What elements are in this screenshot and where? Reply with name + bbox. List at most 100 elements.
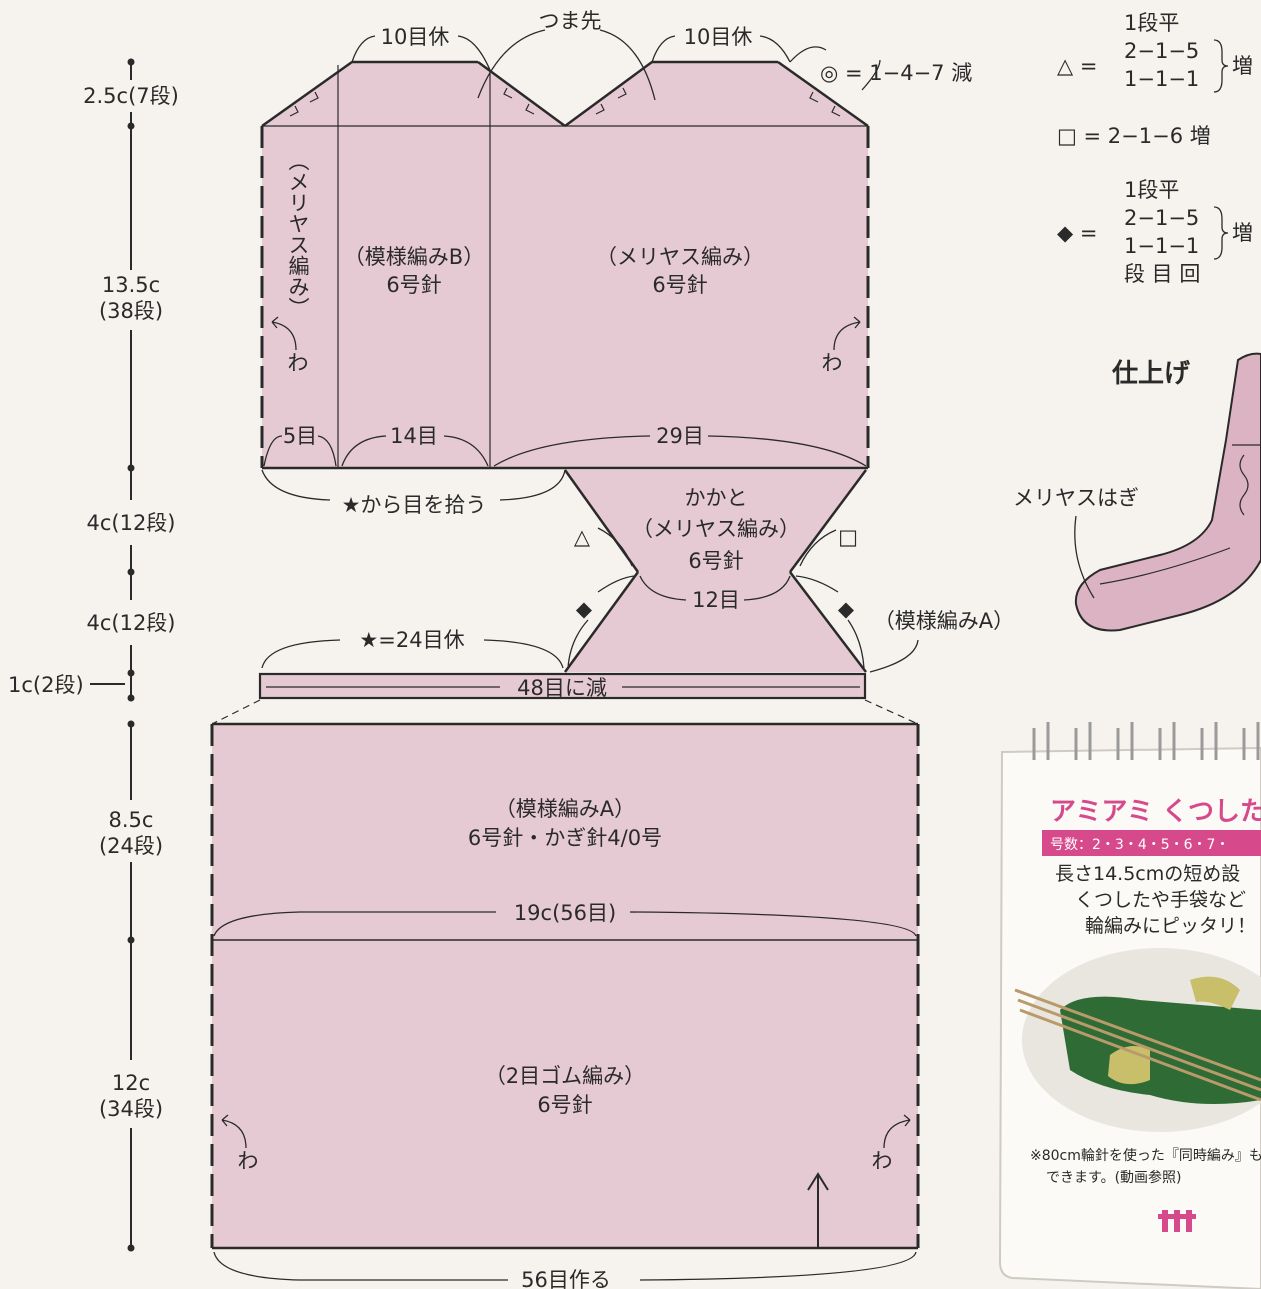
instep-stockinette-label: （メリヤス編み）	[596, 245, 764, 269]
row-label-heel-lower: 4c(12段)	[86, 611, 175, 635]
leg-wa-arrows	[221, 1114, 911, 1149]
toe-rest-left-label: 10目休	[381, 25, 450, 49]
knit-direction-arrow	[807, 1172, 829, 1248]
heel-stockinette: （メリヤス編み）	[632, 517, 800, 541]
heel-outline	[563, 469, 868, 673]
instep-stockinette-needle: 6号針	[652, 273, 707, 297]
heel-piece	[565, 470, 866, 672]
toe-rest-right-label: 10目休	[684, 25, 753, 49]
legend-dia-inc: 増	[1232, 221, 1253, 245]
calendar-line2: くつしたや手袋など	[1075, 889, 1246, 911]
legend-dia-footer: 段 目 回	[1124, 262, 1200, 286]
calendar-card: アミアミ くつした 号数：2・3・4・5・6・7・ 長さ14.5cmの短め設 く…	[998, 722, 1261, 1289]
leg-patternA-label: （模様編みA）	[495, 797, 635, 821]
heel-title: かかと	[685, 486, 748, 510]
graft-pointer	[1074, 515, 1095, 599]
band-dec48: 48目に減	[517, 676, 607, 700]
heel-patternA-label: （模様編みA）	[874, 609, 1014, 633]
row-label-heel-upper: 4c(12段)	[86, 511, 175, 535]
heel-square-marker: □	[838, 525, 858, 549]
legend-triangle-symbol: △ =	[1057, 54, 1097, 78]
calendar-rings	[1032, 722, 1260, 760]
leg-rib-needle: 6号針	[537, 1093, 592, 1117]
legend-tri-row2: 2−1−5	[1124, 39, 1199, 63]
leg-wa-left: わ	[238, 1149, 259, 1173]
pick-up-label: ★から目を拾う	[342, 493, 487, 517]
legend-tri-row1: 1段平	[1124, 11, 1179, 35]
row-label-cuff-cm: 12c	[112, 1071, 150, 1095]
toe-instep-piece	[262, 62, 868, 468]
legend-dia-row2: 2−1−5	[1124, 206, 1199, 230]
row-label-toe: 2.5c(7段)	[83, 84, 179, 108]
toe-arcs	[351, 29, 881, 101]
legend-dia-row1: 1段平	[1124, 178, 1179, 202]
legend-tri-row3: 1−1−1	[1124, 67, 1199, 91]
decrease-ticks	[289, 87, 841, 117]
calendar-line1: 長さ14.5cmの短め設	[1055, 863, 1240, 885]
legend-tri-brace	[1213, 39, 1229, 93]
heel-12-arc	[639, 575, 791, 601]
legend: △ = 1段平 2−1−5 1−1−1 増 □ = 2−1−6 増 ◆ = 1段…	[1057, 11, 1253, 286]
calendar-title: アミアミ くつした	[1050, 797, 1261, 827]
hamanaka-logo-icon	[1158, 1210, 1196, 1232]
row-scale	[90, 62, 132, 1248]
legend-diamond-symbol: ◆ =	[1057, 221, 1097, 245]
calendar-line3: 輪編みにピッタリ！	[1085, 915, 1256, 937]
sock-photo-toe	[1190, 976, 1240, 1010]
heel-rest24-label: ★=24目休	[359, 628, 464, 652]
band-piece	[258, 672, 867, 700]
row-label-leg-rows: (24段)	[99, 834, 163, 858]
instep-st5: 5目	[283, 424, 317, 448]
instep-sides	[260, 126, 870, 468]
finishing-graft-label: メリヤスはぎ	[1013, 486, 1139, 510]
instep-patternB-needle: 6号針	[386, 273, 441, 297]
calendar-note2: できます。(動画参照)	[1046, 1169, 1182, 1186]
heel-st12: 12目	[692, 588, 740, 612]
heel-needle: 6号針	[688, 549, 743, 573]
leg-outline	[212, 722, 918, 1250]
heel-diamond-left: ◆	[576, 597, 593, 621]
toe-outline	[261, 60, 869, 470]
legend-dia-row3: 1−1−1	[1124, 234, 1199, 258]
instep-wa-left: わ	[288, 351, 309, 375]
leg-width-label: 19c(56目)	[514, 901, 616, 925]
instep-wa-arrows	[271, 316, 861, 351]
heel-diamond-right: ◆	[838, 597, 855, 621]
row-label-instep-rows: (38段)	[99, 299, 163, 323]
instep-st14: 14目	[390, 424, 438, 448]
rest24-arc	[261, 639, 564, 669]
leg-rib-label: （2目ゴム編み）	[485, 1064, 645, 1088]
heel-triangle-marker: △	[574, 525, 591, 549]
instep-dividers	[262, 65, 868, 468]
knitting-needles	[1014, 988, 1261, 1102]
finishing-title: 仕上げ	[1111, 359, 1191, 389]
patternA-pointer	[869, 639, 919, 673]
instep-wa-right: わ	[822, 351, 843, 375]
leg-piece	[212, 724, 918, 1248]
row-label-leg-cm: 8.5c	[109, 808, 154, 832]
row-label-cuff-rows: (34段)	[99, 1097, 163, 1121]
instep-st29: 29目	[656, 424, 704, 448]
legend-tri-inc: 増	[1232, 54, 1253, 78]
row-label-band: 1c(2段)	[8, 673, 84, 697]
pick-up-arc	[261, 469, 566, 501]
leg-wa-right: わ	[872, 1149, 893, 1173]
leg-width-arc	[213, 911, 917, 937]
cast-on-label: 56目作る	[521, 1268, 611, 1289]
instep-patternB-label: （模様編みB）	[344, 245, 484, 269]
instep-side-label: （メリヤス編み）	[286, 150, 310, 318]
row-scale-dots	[127, 58, 135, 1252]
heel-marker-arcs	[567, 527, 865, 669]
calendar-note1: ※80cm輪針を使った『同時編み』も	[1030, 1147, 1261, 1164]
cast-on-arc	[213, 1251, 917, 1281]
toe-tip-label: つま先	[539, 9, 602, 33]
instep-stitch-arcs	[263, 435, 867, 467]
leg-needles: 6号針・かぎ針4/0号	[468, 826, 662, 850]
legend-dia-brace	[1213, 206, 1229, 260]
calendar-sizes: 号数：2・3・4・5・6・7・	[1050, 837, 1229, 853]
calendar-sizes-band	[1042, 830, 1261, 856]
row-label-instep-cm: 13.5c	[102, 273, 160, 297]
leg-sides	[210, 724, 920, 1248]
leg-connector	[211, 699, 919, 725]
